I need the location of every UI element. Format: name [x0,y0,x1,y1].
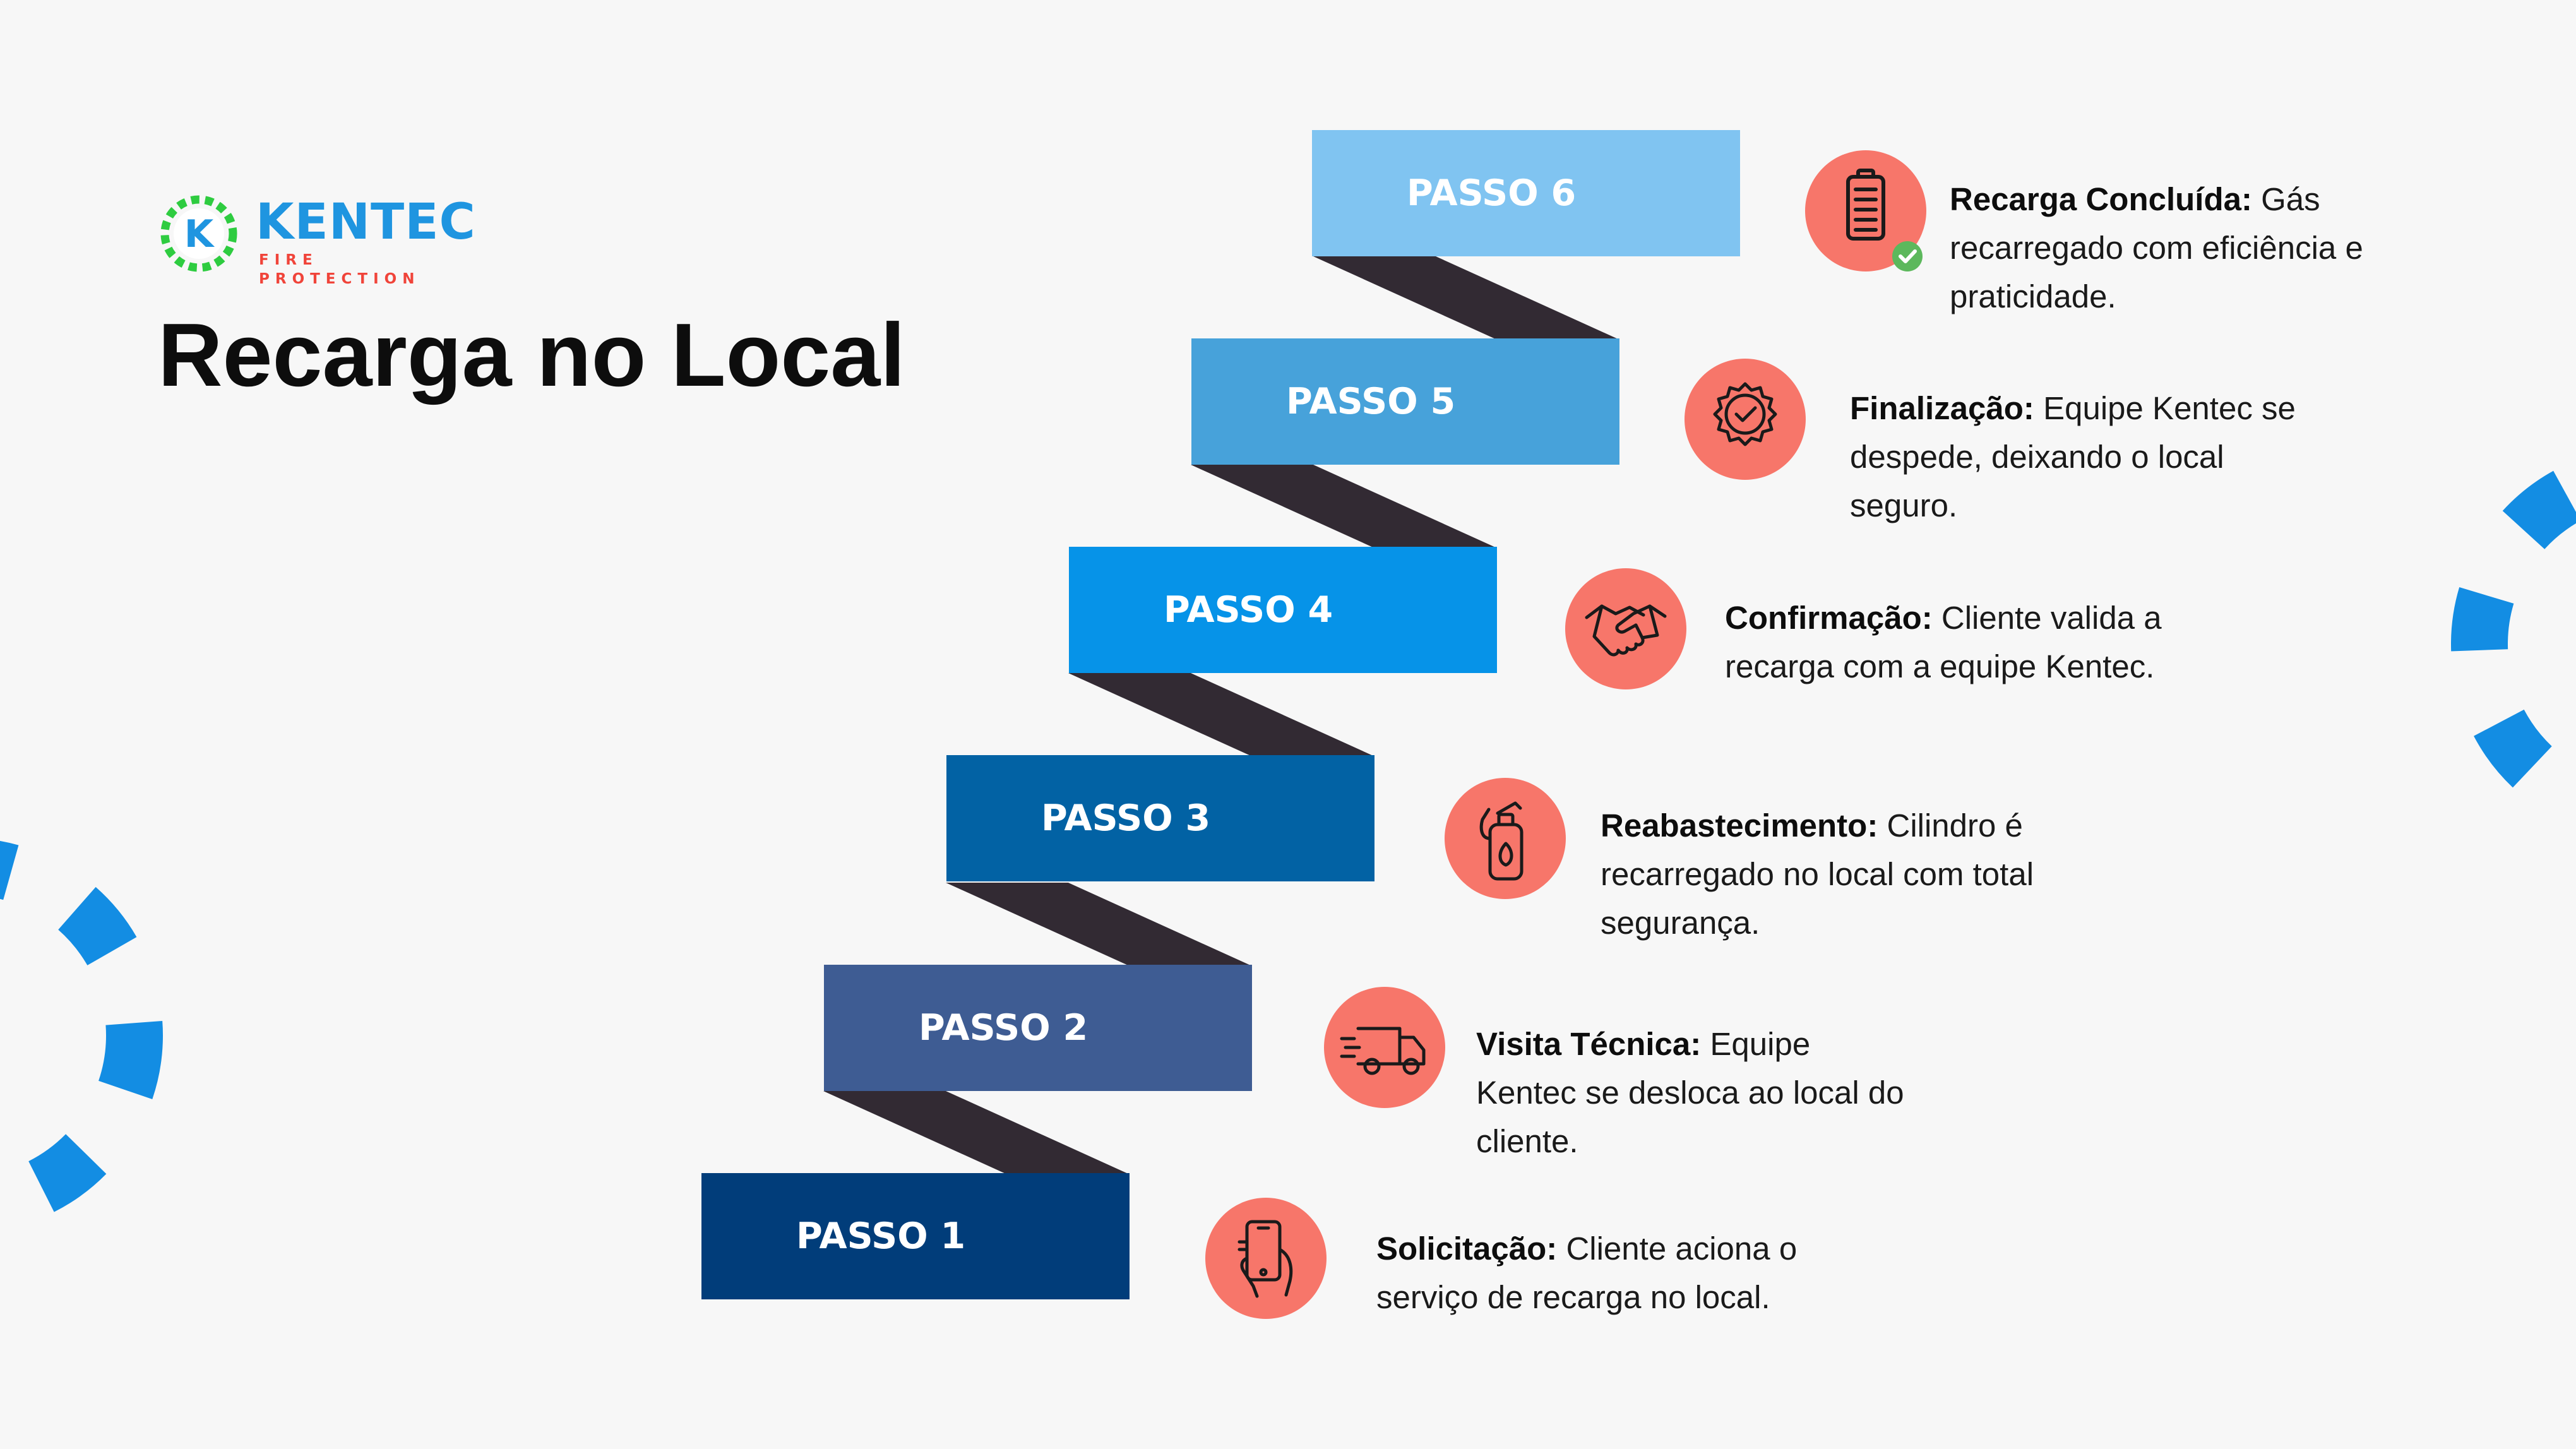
step-1-label: PASSO 1 [796,1215,966,1257]
step-2-text: Equipe Kentec se desloca ao local do cli… [1476,1026,1904,1159]
riser-4-5 [1191,465,1497,548]
riser-2-3 [946,883,1252,966]
step-6-label: PASSO 6 [1407,172,1577,214]
step-1-description: Solicitação: Cliente aciona o serviço de… [1376,1224,1894,1321]
delivery-truck-icon [1324,987,1445,1108]
step-5-title: Finalização: [1850,390,2034,426]
step-3-label: PASSO 3 [1041,797,1211,839]
brand-mark-letter: K [184,212,215,256]
step-5-label: PASSO 5 [1286,381,1456,422]
step-4-text: Cliente valida a recarga com a equipe Ke… [1725,600,2162,684]
step-2-description: Visita Técnica: Equipe Kentec se desloca… [1476,1020,1912,1166]
step-4-description: Confirmação: Cliente valida a recarga co… [1725,593,2192,691]
brand-tagline: FIRE PROTECTION [259,252,420,287]
decorative-dashed-arc-right [2451,460,2576,828]
step-5-text: Equipe Kentec se despede, deixando o loc… [1850,390,2296,523]
handshake-icon [1565,568,1686,689]
smartphone-hand-icon [1205,1198,1327,1319]
step-2-label: PASSO 2 [919,1007,1088,1049]
step-6-description: Recarga Concluída: Gás recarregado com e… [1950,175,2417,321]
step-1-title: Solicitação: [1376,1231,1558,1267]
step-5-block: PASSO 5 [1191,338,1619,465]
step-3-text: Cilindro é recarregado no local com tota… [1601,808,2034,941]
riser-3-4 [1068,673,1374,756]
riser-1-2 [823,1091,1130,1174]
step-3-description: Reabastecimento: Cilindro é recarregado … [1601,801,2055,947]
step-1-text: Cliente aciona o serviço de recarga no l… [1376,1231,1798,1315]
brand-name: KENTEC [256,194,476,251]
step-6-block: PASSO 6 [1312,130,1740,256]
approval-badge-icon [1685,359,1806,480]
step-1-block: PASSO 1 [701,1173,1130,1299]
step-4-label: PASSO 4 [1164,589,1333,631]
step-5-description: Finalização: Equipe Kentec se despede, d… [1850,384,2330,530]
page-title: Recarga no Local [158,305,905,405]
brand-mark-icon: K [160,195,237,272]
step-6-text: Gás recarregado com eficiência e pratici… [1950,181,2363,314]
riser-5-6 [1313,256,1619,340]
step-3-title: Reabastecimento: [1601,808,1878,844]
step-3-block: PASSO 3 [946,755,1374,881]
step-4-block: PASSO 4 [1069,547,1497,673]
step-2-title: Visita Técnica: [1476,1026,1702,1062]
brand-logo: K KENTEC FIRE PROTECTION [158,193,475,287]
fire-extinguisher-icon [1445,778,1566,899]
decorative-dashed-arc-left [0,840,163,1231]
battery-check-icon [1805,150,1926,271]
step-2-block: PASSO 2 [824,965,1252,1091]
step-4-title: Confirmação: [1725,600,1933,636]
step-6-title: Recarga Concluída: [1950,181,2252,217]
